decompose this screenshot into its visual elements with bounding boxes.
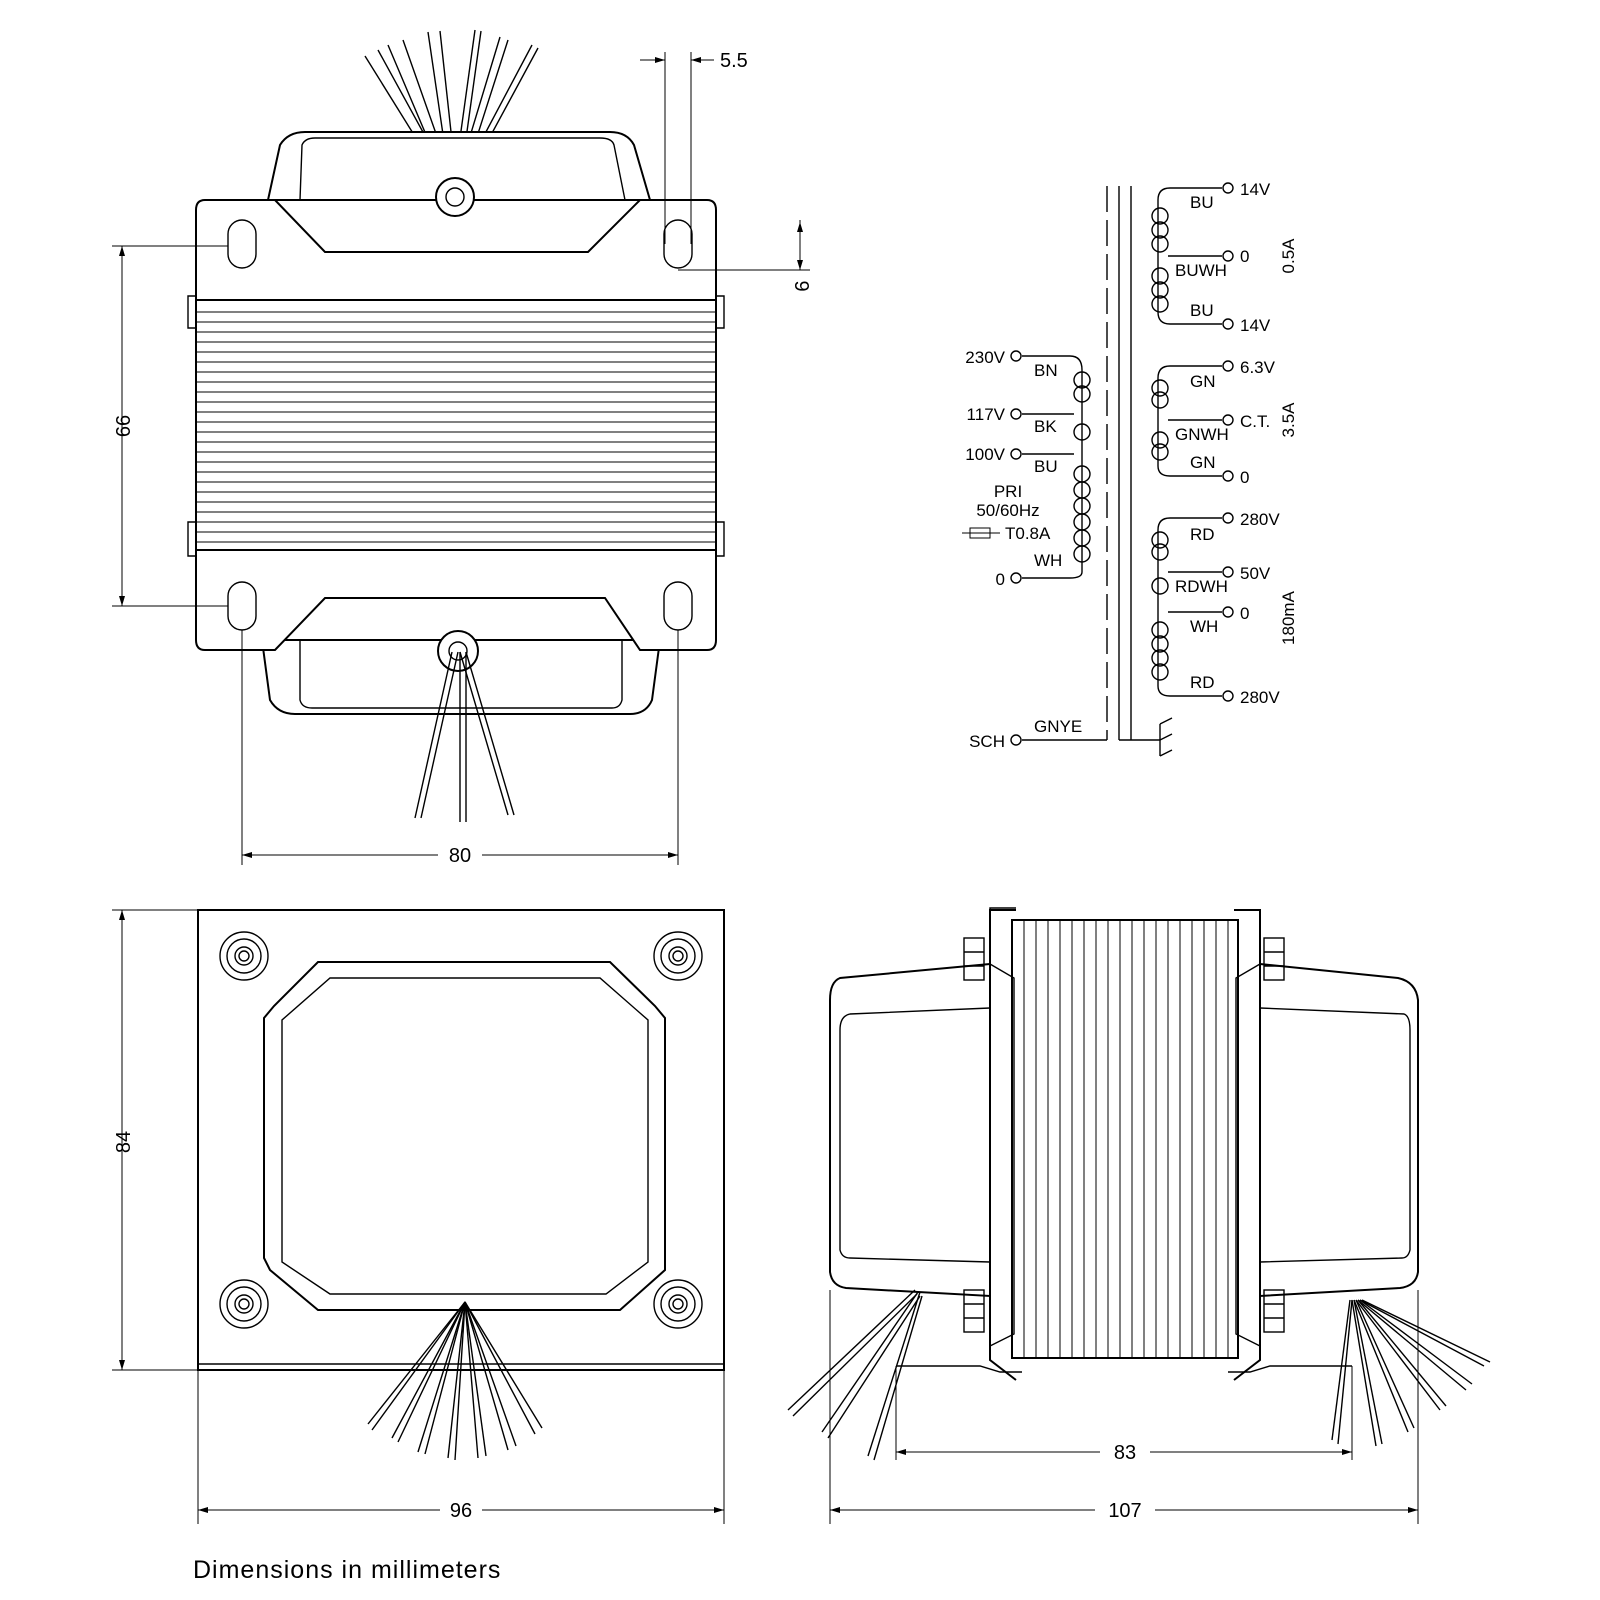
sec2-tap3-wire: GN	[1190, 453, 1216, 472]
dim-slot-width-label: 5.5	[720, 50, 748, 72]
sec1-tap1-wire: BU	[1190, 193, 1214, 212]
primary-tap-0-voltage: 0	[996, 570, 1005, 589]
side-view-left-wires	[787, 1289, 923, 1461]
sec2-tap1-wire: GN	[1190, 372, 1216, 391]
top-view-lower-wires	[414, 651, 515, 822]
sec1-tap2-voltage: 0	[1240, 247, 1249, 266]
primary-tap-230-wire: BN	[1034, 361, 1058, 380]
nut-icon	[1263, 937, 1285, 981]
primary-winding: 230V BN 117V BK 100V BU 0 WH PRI 50/60Hz…	[962, 348, 1091, 589]
primary-tap-100-wire: BU	[1034, 457, 1058, 476]
sec2-tap2-voltage: C.T.	[1240, 412, 1270, 431]
side-view-right-wires	[1331, 1299, 1491, 1447]
sec2-tap3-voltage: 0	[1240, 468, 1249, 487]
side-core-laminations	[1023, 920, 1229, 1358]
top-view: 5.5 9 66 80	[112, 29, 812, 867]
dim-mount-horizontal: 80	[241, 630, 679, 867]
dim-mount-vertical: 66	[112, 245, 228, 607]
dim-height-label: 84	[113, 1131, 135, 1153]
dim-height: 84	[112, 909, 198, 1371]
secondary-winding-3: 280V RD 50V RDWH 0 WH 280V RD 180mA	[1151, 510, 1298, 707]
primary-frequency: 50/60Hz	[976, 501, 1039, 520]
sec3-tap1-wire: RD	[1190, 525, 1215, 544]
primary-fuse: T0.8A	[1005, 524, 1051, 543]
dim-mount-horizontal-label: 80	[449, 845, 471, 867]
sec3-tap4-voltage: 280V	[1240, 688, 1280, 707]
dim-width-side-overall-label: 107	[1108, 1500, 1141, 1522]
primary-label: PRI	[994, 482, 1022, 501]
sec3-tap4-wire: RD	[1190, 673, 1215, 692]
side-view: 83 107	[787, 907, 1491, 1524]
front-view-wires	[367, 1301, 543, 1461]
schematic: SCH GNYE 230V BN 117V BK 100V BU 0 WH PR…	[962, 180, 1298, 757]
sec1-tap3-voltage: 14V	[1240, 316, 1271, 335]
bolt-icon	[219, 931, 269, 981]
bolt-icon	[219, 1279, 269, 1329]
shield-wire: GNYE	[1034, 717, 1082, 736]
sec2-tap2-wire: GNWH	[1175, 425, 1229, 444]
sec3-tap2-wire: RDWH	[1175, 577, 1228, 596]
bolt-icon	[653, 1279, 703, 1329]
dim-width-front-label: 96	[450, 1500, 472, 1522]
dim-mount-vertical-label: 66	[113, 415, 135, 437]
sec1-rating: 0.5A	[1279, 238, 1298, 274]
sec3-tap2-voltage: 50V	[1240, 564, 1271, 583]
sec3-tap3-voltage: 0	[1240, 604, 1249, 623]
primary-tap-117-voltage: 117V	[967, 405, 1006, 424]
dim-width-side-overall: 107	[829, 1290, 1419, 1524]
front-view: 84 96	[112, 909, 725, 1524]
nut-icon	[1263, 1289, 1285, 1333]
sec3-rating: 180mA	[1279, 590, 1298, 645]
sec1-tap3-wire: BU	[1190, 301, 1214, 320]
dim-width-side-inner: 83	[895, 1366, 1353, 1464]
dim-width-front: 96	[197, 1370, 725, 1524]
dim-slot-offset-label: 9	[790, 280, 812, 291]
nut-icon	[963, 1289, 985, 1333]
secondary-winding-1: 14V BU 0 BUWH 14V BU 0.5A	[1151, 180, 1298, 335]
core-laminations	[196, 311, 716, 543]
primary-tap-117-wire: BK	[1034, 417, 1057, 436]
sec1-tap1-voltage: 14V	[1240, 180, 1271, 199]
primary-tap-0-wire: WH	[1034, 551, 1062, 570]
primary-tap-100-voltage: 100V	[965, 445, 1005, 464]
nut-icon	[963, 937, 985, 981]
bolt-icon	[653, 931, 703, 981]
primary-tap-230-voltage: 230V	[965, 348, 1005, 367]
dim-slot-width: 5.5	[640, 50, 748, 244]
dim-width-side-inner-label: 83	[1114, 1442, 1136, 1464]
sec2-tap1-voltage: 6.3V	[1240, 358, 1276, 377]
shield-label: SCH	[969, 732, 1005, 751]
sec2-rating: 3.5A	[1279, 402, 1298, 438]
sec3-tap1-voltage: 280V	[1240, 510, 1280, 529]
dim-slot-offset: 9	[678, 220, 812, 292]
sec3-tap3-wire: WH	[1190, 617, 1218, 636]
sec1-tap2-wire: BUWH	[1175, 261, 1227, 280]
units-note: Dimensions in millimeters	[193, 1556, 501, 1584]
fuse-icon	[962, 527, 1000, 539]
secondary-winding-2: 6.3V GN C.T. GNWH 0 GN 3.5A	[1151, 358, 1298, 487]
